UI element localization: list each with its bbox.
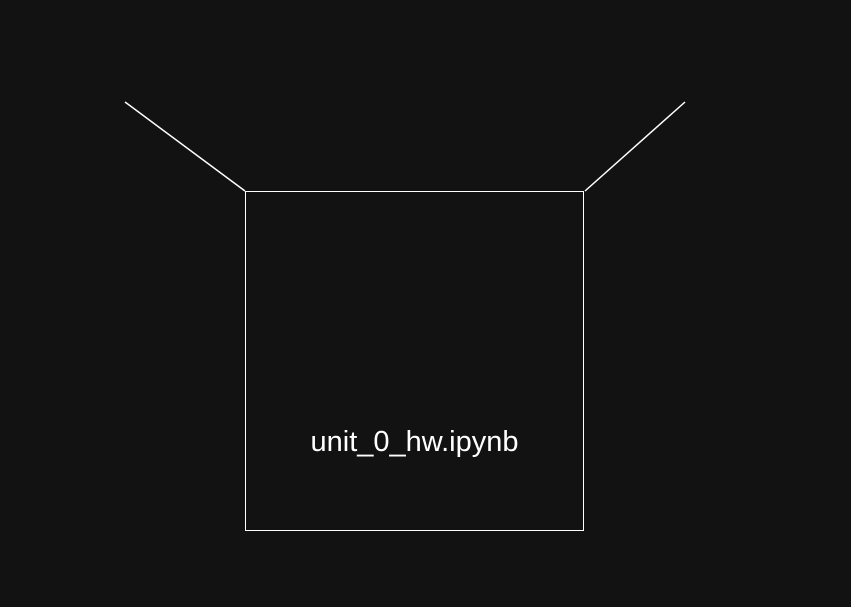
file-name-label: unit_0_hw.ipynb [310, 426, 519, 458]
right-flap-line [584, 101, 686, 192]
notebook-file-icon[interactable]: unit_0_hw.ipynb [245, 191, 584, 531]
left-flap-line [124, 101, 246, 192]
